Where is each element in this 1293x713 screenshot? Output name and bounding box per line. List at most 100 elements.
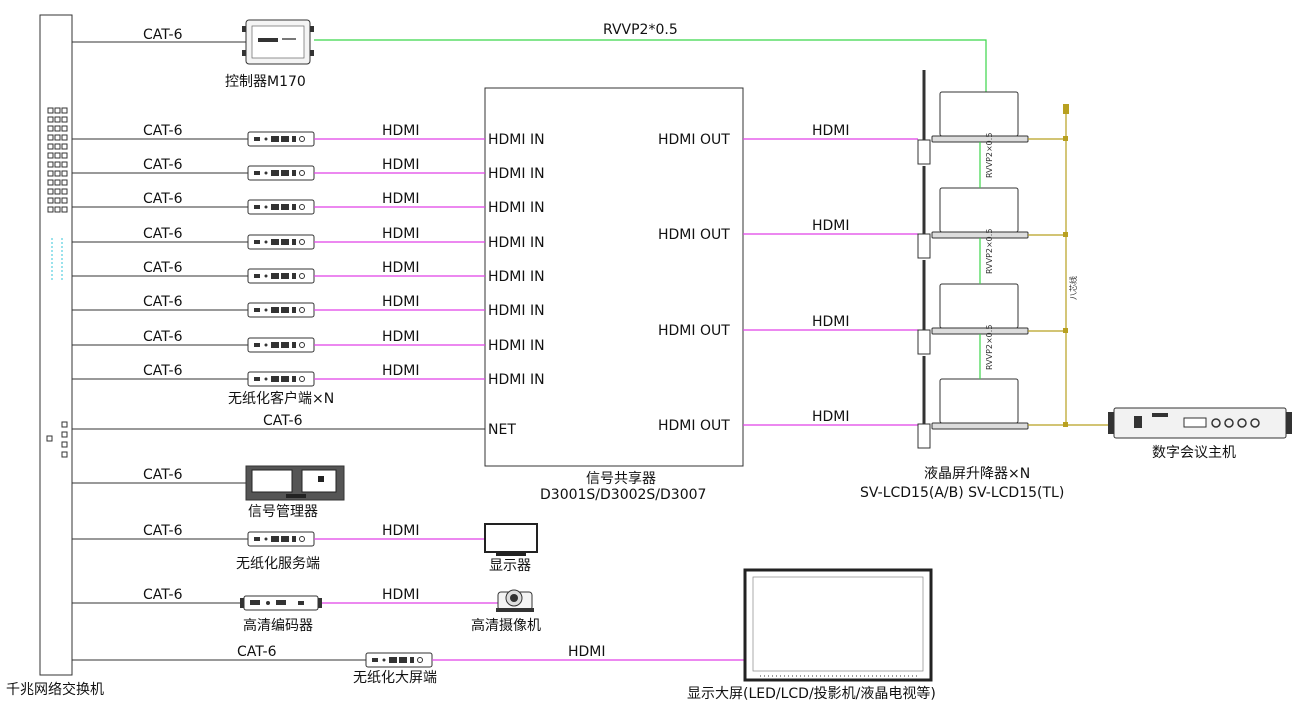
sharer-hdmi-out-port: HDMI OUT (658, 323, 730, 339)
lcd-lift (917, 260, 1029, 355)
sharer-hdmi-out-port: HDMI OUT (658, 132, 730, 148)
client-cat-label: CAT-6 (143, 191, 183, 207)
client-hdmi-label: HDMI (382, 294, 420, 310)
sharer-models: D3001S/D3002S/D3007 (540, 487, 706, 503)
lcd-lift (917, 356, 1029, 449)
client-cat-label: CAT-6 (143, 363, 183, 379)
client-device-icon (247, 371, 315, 387)
sharer-net-port: NET (488, 422, 516, 438)
client-device-icon (247, 234, 315, 250)
sharer-hdmi-in-port: HDMI IN (488, 269, 545, 285)
switch-port-block-icon (47, 107, 68, 213)
big-display: 显示大屏(LED/LCD/投影机/液晶电视等) (687, 568, 936, 702)
lift-laptop-icon (931, 187, 1029, 239)
lift-laptop-icon (931, 91, 1029, 143)
client-hdmi-label: HDMI (382, 260, 420, 276)
signal-manager-cat-label: CAT-6 (143, 467, 183, 483)
conference-host-device-icon (1108, 407, 1292, 439)
client-device-icon (247, 131, 315, 147)
client-cat-label: CAT-6 (143, 157, 183, 173)
server-device-icon (247, 531, 315, 547)
lift-laptop-icon (931, 378, 1029, 430)
big-client-hdmi-label: HDMI (568, 644, 606, 660)
clients-label: 无纸化客户端×N (228, 390, 334, 407)
big-client-device-icon (365, 652, 433, 668)
controller-cat-label: CAT-6 (143, 27, 183, 43)
monitor: 显示器 (484, 523, 538, 574)
lifts-models: SV-LCD15(A/B) SV-LCD15(TL) (860, 485, 1064, 501)
client-row: CAT-6 HDMI HDMI IN (72, 157, 545, 182)
client-hdmi-label: HDMI (382, 191, 420, 207)
server-hdmi-label: HDMI (382, 523, 420, 539)
encoder-cat-label: CAT-6 (143, 587, 183, 603)
signal-manager-label: 信号管理器 (248, 504, 318, 520)
client-device-icon (247, 199, 315, 215)
switch-led-icon (51, 238, 63, 280)
controller-rvvp-label: RVVP2*0.5 (603, 22, 678, 38)
switch-uplink-icon (46, 421, 68, 458)
sharer-hdmi-in-port: HDMI IN (488, 303, 545, 319)
lcd-lift (917, 166, 1029, 259)
lift-mic-icon (917, 166, 931, 259)
sharer-output: HDMI OUT HDMI (658, 218, 918, 243)
hd-encoder: CAT-6 HDMI 高清编码器 (72, 587, 500, 634)
client-device-icon (247, 337, 315, 353)
client-device-icon (247, 302, 315, 318)
lift-rvvp-links: RVVP2×0.5 RVVP2×0.5 RVVP2×0.5 (979, 133, 994, 379)
camera-label: 高清摄像机 (471, 617, 541, 634)
controller: CAT-6 控制器M170 RVVP2*0.5 (72, 19, 987, 92)
big-client-label: 无纸化大屏端 (353, 670, 437, 686)
client-row: CAT-6 HDMI HDMI IN (72, 191, 545, 216)
lift-rvvp-label: RVVP2×0.5 (985, 133, 994, 178)
big-client-cat-label: CAT-6 (237, 644, 277, 660)
client-row: CAT-6 HDMI HDMI IN (72, 260, 545, 285)
lcd-lift (917, 70, 1029, 165)
client-cat-label: CAT-6 (143, 123, 183, 139)
sharer-output: HDMI OUT HDMI (658, 409, 918, 434)
monitor-icon (484, 523, 538, 556)
encoder-label: 高清编码器 (243, 617, 313, 634)
lift-rvvp-label: RVVP2×0.5 (985, 229, 994, 274)
client-row: CAT-6 HDMI HDMI IN (72, 294, 545, 319)
sharer-hdmi-in-port: HDMI IN (488, 372, 545, 388)
lift-laptop-icon (931, 283, 1029, 335)
output-hdmi-label: HDMI (812, 409, 850, 425)
client-cat-label: CAT-6 (143, 226, 183, 242)
client-hdmi-label: HDMI (382, 226, 420, 242)
server-cat-label: CAT-6 (143, 523, 183, 539)
big-display-icon (743, 568, 933, 682)
client-hdmi-label: HDMI (382, 157, 420, 173)
eight-core-bus: 八芯线 (1028, 104, 1114, 427)
output-hdmi-label: HDMI (812, 218, 850, 234)
sharer-hdmi-in-port: HDMI IN (488, 132, 545, 148)
switch-label: 千兆网络交换机 (6, 681, 104, 698)
client-row: CAT-6 HDMI HDMI IN (72, 363, 545, 388)
encoder-hdmi-label: HDMI (382, 587, 420, 603)
net-cat-label: CAT-6 (263, 413, 303, 429)
lift-mic-icon (917, 356, 931, 449)
big-display-label: 显示大屏(LED/LCD/投影机/液晶电视等) (687, 685, 936, 702)
bus-label: 八芯线 (1068, 276, 1078, 300)
sharer-hdmi-in-port: HDMI IN (488, 235, 545, 251)
client-row: CAT-6 HDMI HDMI IN (72, 329, 545, 354)
client-cat-label: CAT-6 (143, 260, 183, 276)
client-row: CAT-6 HDMI HDMI IN (72, 226, 545, 251)
conference-host: 数字会议主机 (1108, 407, 1292, 461)
signal-manager-device-icon (245, 465, 345, 501)
client-hdmi-label: HDMI (382, 329, 420, 345)
camera-icon (496, 589, 534, 612)
controller-label: 控制器M170 (225, 74, 306, 90)
sharer-hdmi-in-port: HDMI IN (488, 166, 545, 182)
net-row: CAT-6 NET (72, 413, 516, 438)
client-cat-label: CAT-6 (143, 329, 183, 345)
output-hdmi-label: HDMI (812, 123, 850, 139)
server-label: 无纸化服务端 (236, 556, 320, 572)
controller-device-icon (242, 19, 314, 65)
client-row: CAT-6 HDMI HDMI IN (72, 123, 545, 148)
sharer-hdmi-out-port: HDMI OUT (658, 227, 730, 243)
signal-sharer: 信号共享器 D3001S/D3002S/D3007 (484, 87, 744, 503)
monitor-label: 显示器 (489, 558, 531, 574)
conference-host-label: 数字会议主机 (1152, 445, 1236, 461)
output-hdmi-label: HDMI (812, 314, 850, 330)
